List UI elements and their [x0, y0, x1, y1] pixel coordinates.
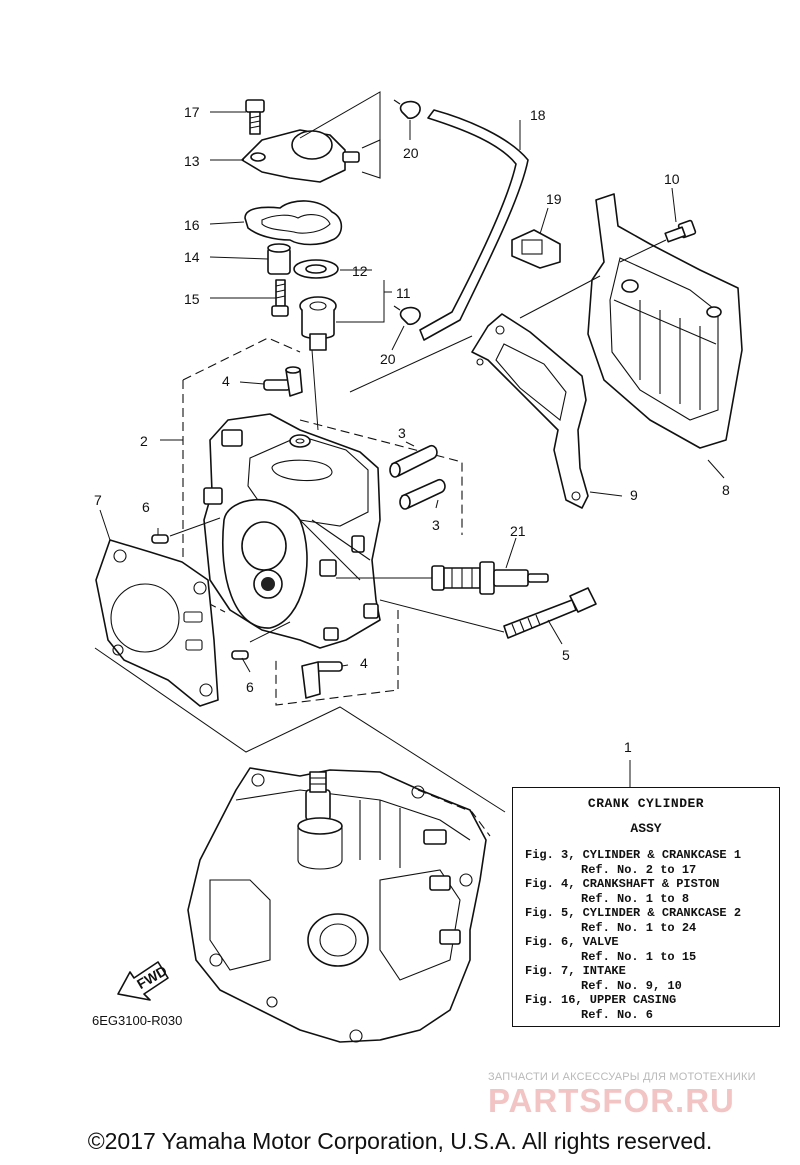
legend-ref-range: Ref. No. 1 to 24 [581, 920, 697, 935]
callout-19: 19 [546, 191, 562, 207]
clip-20-top [393, 99, 421, 120]
callout-1: 1 [624, 739, 632, 755]
callout-10: 10 [664, 171, 680, 187]
watermark-subtitle: ЗАПЧАСТИ И АКСЕССУАРЫ ДЛЯ МОТОТЕХНИКИ [488, 1071, 756, 1083]
callout-16: 16 [184, 217, 200, 233]
callout-3-bottom: 3 [432, 517, 440, 533]
pin-6-top [151, 534, 169, 544]
head-gasket-7 [95, 539, 219, 707]
dowel-3-top [389, 444, 438, 478]
legend-fig-ref: Fig. 7, INTAKE [525, 964, 626, 978]
clip-20-bottom [393, 305, 421, 326]
dowel-3-bottom [399, 478, 446, 510]
legend-fig-ref: Fig. 5, CYLINDER & CRANKCASE 2 [525, 906, 742, 920]
cylinder-block-2 [203, 413, 381, 649]
callout-4-bottom: 4 [360, 655, 368, 671]
legend-assy: ASSY [630, 821, 662, 836]
thermostat-cover-13 [241, 129, 381, 183]
callout-6-bottom: 6 [246, 679, 254, 695]
fwd-arrow-icon: FWD [117, 961, 170, 1001]
leader-lines [99, 91, 725, 673]
callout-21: 21 [510, 523, 526, 539]
legend-ref-range: Ref. No. 6 [581, 1007, 654, 1022]
pin-6-bottom [231, 650, 249, 660]
callout-4-top: 4 [222, 373, 230, 389]
callout-12: 12 [352, 263, 368, 279]
legend-title: CRANK CYLINDER [587, 796, 705, 811]
callout-13: 13 [184, 153, 200, 169]
callout-18: 18 [530, 107, 546, 123]
callout-15: 15 [184, 291, 200, 307]
callout-17: 17 [184, 104, 200, 120]
legend-ref-range: Ref. No. 2 to 17 [581, 862, 697, 877]
callout-14: 14 [184, 249, 200, 265]
callout-5: 5 [562, 647, 570, 663]
collar-14 [267, 243, 291, 275]
copyright-notice: ©2017 Yamaha Motor Corporation, U.S.A. A… [87, 1128, 713, 1154]
callout-8: 8 [722, 482, 730, 498]
callout-7: 7 [94, 492, 102, 508]
crankcase-1 [94, 647, 631, 1043]
bolt-5 [503, 587, 597, 639]
watermark-logo: PARTSFOR.RU [488, 1082, 735, 1119]
spark-plug-21 [431, 561, 549, 595]
fitting-4-bottom [301, 661, 343, 699]
callout-9: 9 [630, 487, 638, 503]
exhaust-cover-8 [587, 193, 743, 449]
callout-11: 11 [396, 285, 411, 301]
holder-19 [511, 229, 561, 269]
thermostat-11 [299, 296, 337, 351]
bolt-10 [664, 219, 697, 243]
fitting-4-top [263, 366, 303, 397]
bolt-15 [271, 279, 289, 317]
legend-ref-range: Ref. No. 9, 10 [581, 978, 682, 993]
legend-ref-range: Ref. No. 1 to 8 [581, 891, 690, 906]
callout-3-top: 3 [398, 425, 406, 441]
reference-legend: CRANK CYLINDER ASSY Fig. 3, CYLINDER & C… [512, 787, 780, 1027]
callout-labels: 17 13 16 14 15 12 11 20 20 18 19 10 4 2 … [94, 104, 730, 755]
gasket-9 [471, 313, 589, 509]
bolt-17 [245, 99, 265, 135]
hose-18 [419, 109, 529, 341]
legend-fig-ref: Fig. 16, UPPER CASING [525, 993, 677, 1007]
diagram-code: 6EG3100-R030 [92, 1013, 183, 1028]
gasket-16 [244, 200, 343, 246]
callout-20-top: 20 [403, 145, 419, 161]
legend-ref-range: Ref. No. 1 to 15 [581, 949, 697, 964]
legend-fig-ref: Fig. 6, VALVE [525, 935, 619, 949]
callout-6-top: 6 [142, 499, 150, 515]
callout-20-bottom: 20 [380, 351, 396, 367]
legend-fig-ref: Fig. 4, CRANKSHAFT & PISTON [525, 877, 720, 891]
legend-fig-ref: Fig. 3, CYLINDER & CRANKCASE 1 [525, 848, 742, 862]
seal-12 [293, 259, 339, 279]
callout-2: 2 [140, 433, 148, 449]
